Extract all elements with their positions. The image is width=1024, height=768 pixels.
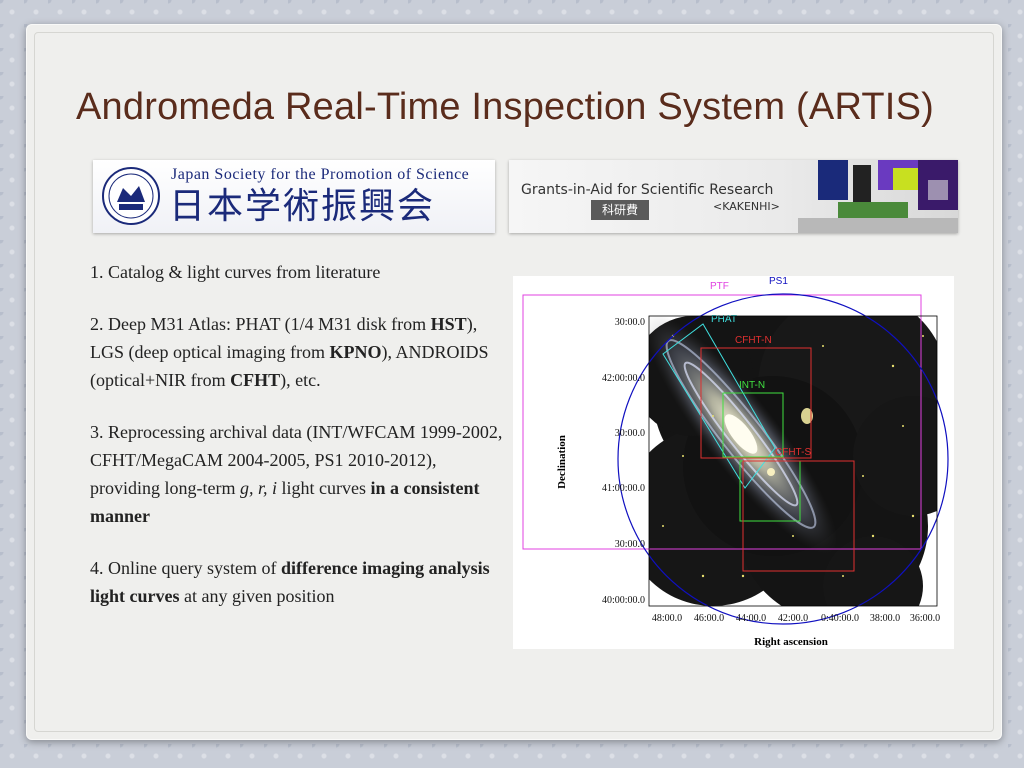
- cfht-s-label: CFHT-S: [775, 447, 811, 458]
- footprint-plot: PTF PS1 PHAT CFHT-N INT-N CFHT-S 30:00.0…: [522, 276, 949, 648]
- ps1-label: PS1: [769, 276, 788, 287]
- phat-label: PHAT: [711, 314, 737, 325]
- int-n-label: INT-N: [739, 380, 765, 391]
- y-tick-label: 30:00.0: [615, 428, 645, 439]
- bullet-2-text: ), LGS (deep optical imaging from: [90, 314, 478, 362]
- kakenhi-subtitle: <KAKENHI>: [713, 200, 780, 213]
- bullet-3-text: light curves: [277, 478, 371, 498]
- kakenhi-title: Grants-in-Aid for Scientific Research: [521, 182, 774, 198]
- y-tick-label: 40:00:00.0: [602, 595, 645, 606]
- phat-footprint: [662, 323, 776, 489]
- y-tick-label: 42:00:00.0: [602, 373, 645, 384]
- ptf-label: PTF: [710, 281, 729, 292]
- y-tick-label: 30:00.0: [615, 317, 645, 328]
- cfht-n-label: CFHT-N: [735, 335, 772, 346]
- bullet-2-text: ), etc.: [280, 370, 321, 390]
- bullet-2-text: 2. Deep M31 Atlas: PHAT (1/4 M31 disk fr…: [90, 314, 431, 334]
- bullet-3: 3. Reprocessing archival data (INT/WFCAM…: [90, 418, 510, 530]
- x-tick-label: 42:00.0: [778, 613, 808, 624]
- y-tick-label: 41:00:00.0: [602, 483, 645, 494]
- survey-footprint-figure: PTF PS1 PHAT CFHT-N INT-N CFHT-S 30:00.0…: [513, 276, 954, 649]
- x-tick-label: 0:40:00.0: [821, 613, 859, 624]
- int-n-footprint: [722, 392, 784, 458]
- slide-border: [34, 32, 994, 732]
- ps1-footprint: [617, 293, 949, 625]
- jsps-japanese-name: 日本学術振興会: [169, 186, 436, 227]
- x-axis-label: Right ascension: [754, 636, 828, 648]
- bullet-3-text: 3. Reprocessing archival data (INT/WFCAM…: [90, 422, 503, 498]
- kakenhi-japanese-name: 科研費: [591, 200, 649, 220]
- bullet-2-kpno: KPNO: [329, 342, 382, 362]
- bullet-3-bands: g, r, i: [239, 478, 277, 498]
- bullet-4-bold: difference imaging analysis light curves: [90, 558, 490, 606]
- plot-frame: [648, 315, 938, 607]
- bullet-1: 1. Catalog & light curves from literatur…: [90, 258, 510, 286]
- cfht-s-footprint: [742, 460, 855, 572]
- sky-mosaic: [649, 316, 937, 606]
- bullet-4-text: at any given position: [179, 586, 335, 606]
- kakenhi-logo: Grants-in-Aid for Scientific Research 科研…: [509, 160, 958, 233]
- x-tick-label: 46:00.0: [694, 613, 724, 624]
- bullet-list: 1. Catalog & light curves from literatur…: [90, 258, 510, 634]
- bullet-3-bold: in a consistent manner: [90, 478, 480, 526]
- ptf-footprint: [522, 294, 922, 550]
- bullet-1-text: 1. Catalog & light curves from literatur…: [90, 262, 381, 282]
- y-axis-label: Declination: [556, 435, 568, 489]
- kakenhi-artwork: [798, 160, 958, 233]
- bullet-2: 2. Deep M31 Atlas: PHAT (1/4 M31 disk fr…: [90, 310, 510, 394]
- jsps-logo: Japan Society for the Promotion of Scien…: [93, 160, 495, 233]
- jsps-seal-icon: [102, 167, 160, 225]
- cfht-n-footprint: [700, 347, 812, 459]
- jsps-english-name: Japan Society for the Promotion of Scien…: [171, 166, 470, 183]
- x-tick-label: 38:00.0: [870, 613, 900, 624]
- bullet-2-text: ), ANDROIDS (optical+NIR from: [90, 342, 489, 390]
- bullet-2-cfht: CFHT: [230, 370, 281, 390]
- slide-title: Andromeda Real-Time Inspection System (A…: [76, 86, 934, 128]
- x-tick-label: 44:00.0: [736, 613, 766, 624]
- bullet-4: 4. Online query system of difference ima…: [90, 554, 510, 610]
- y-tick-label: 30:00.0: [615, 539, 645, 550]
- x-tick-label: 36:00.0: [910, 613, 940, 624]
- bullet-4-text: 4. Online query system of: [90, 558, 281, 578]
- x-tick-label: 48:00.0: [652, 613, 682, 624]
- bullet-2-hst: HST: [430, 314, 467, 334]
